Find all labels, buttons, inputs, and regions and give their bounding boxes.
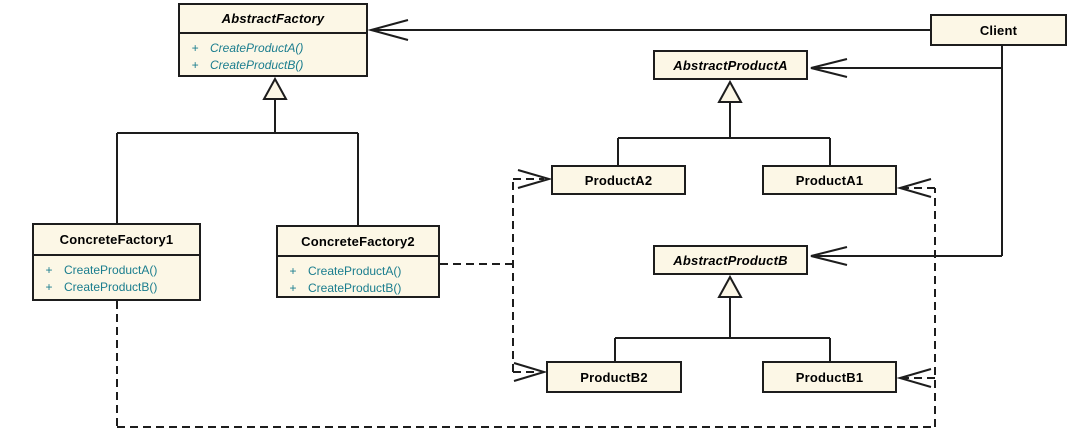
class-title: ProductA2: [584, 172, 653, 188]
method-compartment: + CreateProductA() + CreateProductB(): [180, 32, 366, 74]
method-compartment: + CreateProductA() + CreateProductB(): [278, 255, 438, 297]
visibility-symbol: +: [289, 281, 297, 295]
class-producta1[interactable]: ProductA1: [762, 165, 897, 195]
class-title: Client: [979, 22, 1018, 38]
generalization-products-b: [614, 274, 831, 361]
generalization-factories: [116, 76, 359, 225]
visibility-symbol: +: [191, 58, 199, 72]
class-productb1[interactable]: ProductB1: [762, 361, 897, 393]
method-label: CreateProductB(): [210, 58, 304, 72]
association-client-abstractproducts: [810, 46, 1003, 266]
class-client[interactable]: Client: [930, 14, 1067, 46]
dependency-concretefactory1: [116, 178, 936, 428]
dependency-concretefactory2: [440, 169, 553, 382]
visibility-symbol: +: [45, 280, 53, 294]
method-compartment: + CreateProductA() + CreateProductB(): [34, 254, 199, 296]
method-createproductb: + CreateProductB(): [180, 57, 366, 74]
class-concretefactory1[interactable]: ConcreteFactory1 + CreateProductA() + Cr…: [32, 223, 201, 301]
class-title: ConcreteFactory1: [59, 232, 174, 247]
class-title: ConcreteFactory2: [301, 233, 415, 249]
method-createproducta: + CreateProductA(): [180, 40, 366, 57]
method-label: CreateProductA(): [308, 264, 402, 278]
class-productb2[interactable]: ProductB2: [546, 361, 682, 393]
class-title: AbstractProductB: [673, 252, 788, 268]
method-createproducta: + CreateProductA(): [278, 263, 438, 280]
visibility-symbol: +: [191, 41, 199, 55]
class-abstractfactory[interactable]: AbstractFactory + CreateProductA() + Cre…: [178, 3, 368, 77]
method-label: CreateProductA(): [64, 263, 158, 277]
class-producta2[interactable]: ProductA2: [551, 165, 686, 195]
class-title: ProductA1: [795, 172, 864, 188]
class-title: AbstractFactory: [221, 11, 325, 26]
class-title: AbstractProductA: [673, 57, 788, 73]
class-concretefactory2[interactable]: ConcreteFactory2 + CreateProductA() + Cr…: [276, 225, 440, 298]
method-label: CreateProductA(): [210, 41, 304, 55]
visibility-symbol: +: [289, 264, 297, 278]
method-label: CreateProductB(): [64, 280, 158, 294]
class-title: ProductB1: [795, 369, 864, 385]
method-createproductb: + CreateProductB(): [278, 280, 438, 297]
method-label: CreateProductB(): [308, 281, 402, 295]
association-client-abstractfactory: [367, 19, 930, 41]
class-title: ProductB2: [580, 369, 648, 385]
class-abstractproducta[interactable]: AbstractProductA: [653, 50, 808, 80]
generalization-products-a: [617, 79, 831, 165]
class-abstractproductb[interactable]: AbstractProductB: [653, 245, 808, 275]
visibility-symbol: +: [45, 263, 53, 277]
method-createproductb: + CreateProductB(): [34, 279, 199, 296]
method-createproducta: + CreateProductA(): [34, 262, 199, 279]
